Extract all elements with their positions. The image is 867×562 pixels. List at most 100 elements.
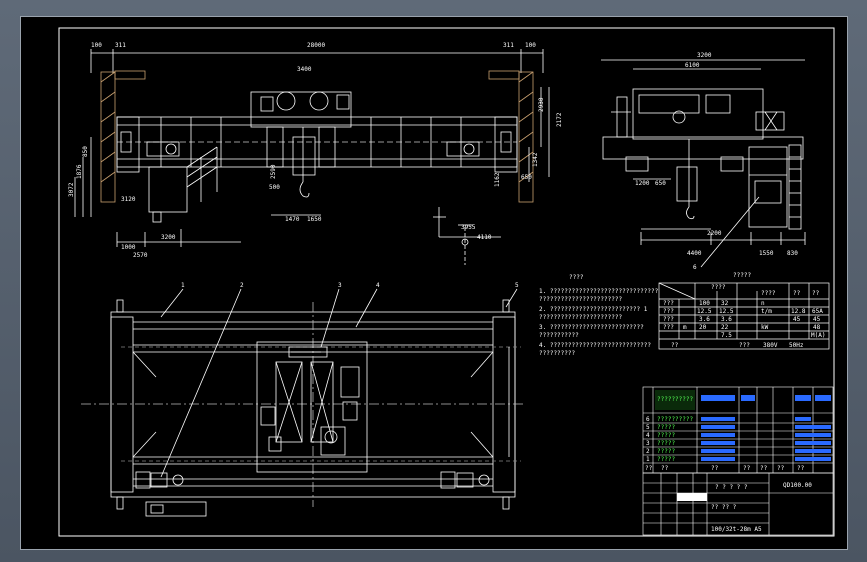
spec-table-title: ????? [733,272,751,279]
front-elevation [74,49,550,265]
parts-cell: ?? [797,465,805,472]
dim-text: 500 [269,184,280,191]
dim-text: 100 [525,42,536,49]
dim-text: 100 [91,42,102,49]
balloon-5: 5 [515,282,519,289]
dim-text: 311 [115,42,126,49]
spec-cell: 12.8 [791,308,806,315]
dim-text: 311 [503,42,514,49]
note-line: ??????????????????????? [539,296,622,303]
balloon-1: 1 [181,282,185,289]
spec-cell: 7.5 [721,332,732,339]
spec-cell: ?? [812,290,820,297]
dim-text: 3200 [161,234,176,241]
parts-list: ?????????? 6 ?????????? 5 ????? 4 ????? … [642,386,834,474]
inner-frame [58,27,835,537]
crane-drawing: 100 311 28000 311 100 3400 2930 2172 850… [58,27,835,537]
spec-cell: 22 [721,324,729,331]
parts-cell: ????? [657,448,675,455]
note-line: 4. ???????????????????????????? [539,342,651,349]
dim-text: 1876 [76,164,83,179]
dim-text: 2590 [270,164,277,179]
parts-cell: 6 [646,416,650,423]
parts-cell: ????? [657,432,675,439]
parts-cell: ?????????? [657,396,694,403]
parts-cell: ????? [657,440,675,447]
spec-cell: ??? [663,308,674,315]
part-balloons: 1 2 3 4 5 6 [181,264,697,289]
side-elevation [601,59,806,268]
front-elevation-dimensions: 100 311 28000 311 100 3400 2930 2172 850… [68,42,563,259]
spec-cell: m [683,324,687,331]
parts-cell: ?? [661,465,669,472]
spec-cell: ??? [739,342,750,349]
parts-cell: 4 [646,432,650,439]
dim-text: 1000 [121,244,136,251]
spec-cell: 380V [763,342,778,349]
spec-cell: 20 [699,324,707,331]
dim-text: 850 [82,146,89,157]
title-block: QD100.00 ? ? ? ? ? ?? ?? ? 100/32t-28m A… [642,472,834,536]
dim-text: 6100 [685,62,700,69]
spec-cell: ???? [761,290,776,297]
dim-text: 2172 [556,112,563,127]
parts-cell: 3 [646,440,650,447]
dim-text: 1162 [494,172,501,187]
spec-cell: 3.6 [699,316,710,323]
parts-cell: 1 [646,456,650,463]
note-line: ??????????????????????? [539,314,622,321]
note-line: 3. ?????????????????????????? [539,324,644,331]
dim-text: 2200 [707,230,722,237]
spec-cell: 45 [793,316,801,323]
parts-cell: ?? [760,465,768,472]
parts-cell: ?????????? [657,416,694,423]
plan-view [81,288,526,517]
spec-cell: 32 [721,300,729,307]
dim-text: 3955 [461,224,476,231]
spec-cell: ?? [671,342,679,349]
spec-cell: ???? [711,284,726,291]
spec-cell: ??? [663,316,674,323]
spec-cell: M(A) [811,332,825,339]
notes-title: ???? [569,274,584,281]
dim-text: 1200 [635,180,650,187]
spec-cell: 12.5 [719,308,734,315]
note-line: ?????????? [539,350,576,357]
balloon-6: 6 [693,264,697,271]
dim-text: 3072 [68,182,75,197]
parts-cell: ????? [657,456,675,463]
drawing-title: 100/32t-28m A5 [711,526,762,533]
dim-text: 1470 [285,216,300,223]
dim-text: 3400 [297,66,312,73]
title-mid-text: ? ? ? ? ? [715,484,748,491]
dim-text: 4110 [477,234,492,241]
balloon-4: 4 [376,282,380,289]
dim-text: 1550 [759,250,774,257]
drawing-sheet: 100 311 28000 311 100 3400 2930 2172 850… [20,16,848,550]
note-line: ??????????? [539,332,579,339]
spec-table: ????? ???? ?? ?? ???? ??? 100 32 n ??? 1… [658,272,830,350]
technical-notes: ???? 1. ?????????????????????????????? ?… [539,274,659,357]
spec-cell: 12.5 [697,308,712,315]
note-line: 1. ?????????????????????????????? [539,288,659,295]
spec-cell: 45 [813,316,821,323]
dim-text: 1342 [532,152,539,167]
parts-cell: ????? [657,424,675,431]
parts-cell: 2 [646,448,650,455]
dim-text: 1650 [307,216,322,223]
dim-text: 650 [655,180,666,187]
parts-cell: ?? [645,465,653,472]
spec-cell: 100 [699,300,710,307]
parts-cell: ?? [711,465,719,472]
title-sub-text: ?? ?? ? [711,504,737,511]
spec-cell: 48 [813,324,821,331]
spec-cell: ??? [663,324,674,331]
dim-text: 2570 [133,252,148,259]
spec-cell: ?? [793,290,801,297]
balloon-3: 3 [338,282,342,289]
dim-text: 4400 [687,250,702,257]
parts-cell: ?? [743,465,751,472]
spec-cell: 65A [812,308,823,315]
parts-cell: 5 [646,424,650,431]
dim-text: 3200 [697,52,712,59]
